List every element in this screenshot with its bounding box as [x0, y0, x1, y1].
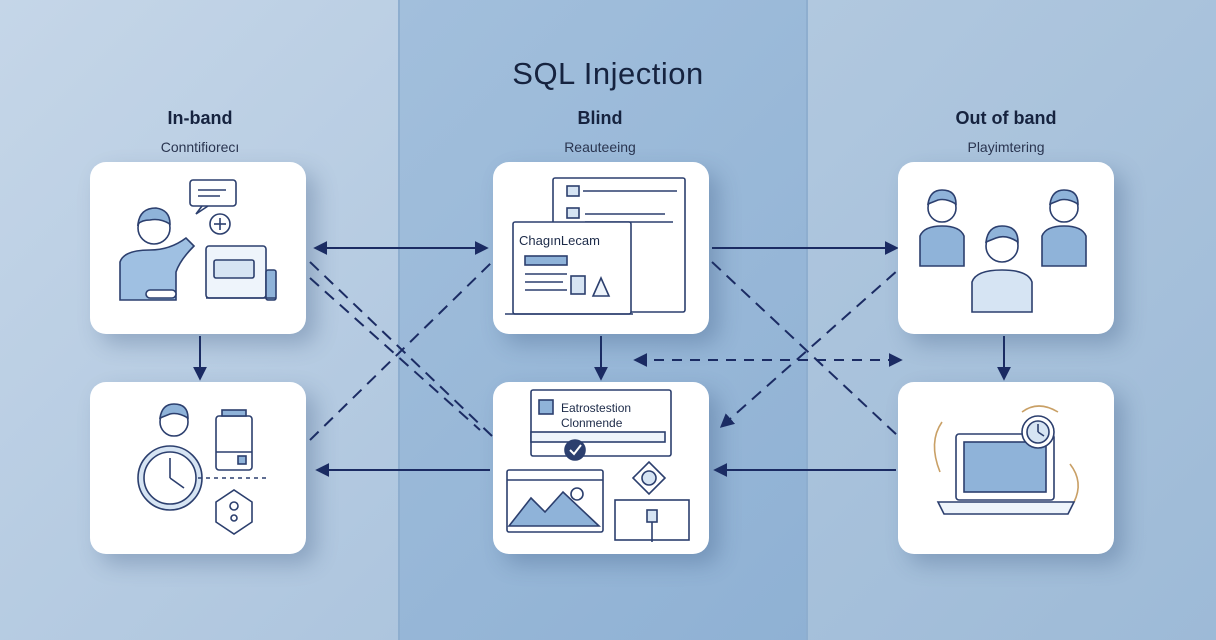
- laptop-with-timer-icon: [933, 405, 1079, 515]
- column-subheading: Playimtering: [967, 139, 1045, 155]
- column-subheading: Reauteeing: [564, 139, 636, 155]
- column-heading: In-band: [167, 108, 233, 128]
- dashed-cross-3: [309, 277, 481, 431]
- panel-label-1: Eatrostestion: [561, 401, 632, 415]
- column-header-out-of-band: Out of band Playimtering: [876, 108, 1136, 155]
- column-heading: Blind: [577, 108, 623, 128]
- person-at-laptop-icon: [119, 179, 277, 301]
- column-subheading: Conntifiorecı: [160, 139, 240, 155]
- dashboard-icon: [506, 389, 690, 542]
- card-blind-top: ChagınLecam: [493, 162, 709, 334]
- dashed-cross-5: [719, 269, 899, 428]
- card-out-of-band-top: [898, 162, 1114, 334]
- column-header-in-band: In-band Conntifiorecı: [70, 108, 330, 155]
- card-in-band-top: [90, 162, 306, 334]
- dashed-cross-1: [309, 261, 493, 437]
- document-stack-icon: [505, 177, 686, 315]
- card-in-band-bottom: [90, 382, 306, 554]
- card-blind-bottom: Eatrostestion Clonmende: [493, 382, 709, 554]
- dashed-cross-4: [711, 261, 899, 437]
- panel-label-2: Clonmende: [561, 416, 623, 430]
- column-header-blind: Blind Reauteeing: [470, 108, 730, 155]
- document-label: ChagınLecam: [519, 233, 600, 248]
- dashed-cross-2: [309, 261, 493, 441]
- card-out-of-band-bottom: [898, 382, 1114, 554]
- clock-and-database-icon: [137, 403, 266, 535]
- user-group-icon: [919, 189, 1087, 313]
- diagram-title: SQL Injection: [512, 56, 704, 91]
- column-heading: Out of band: [955, 108, 1057, 128]
